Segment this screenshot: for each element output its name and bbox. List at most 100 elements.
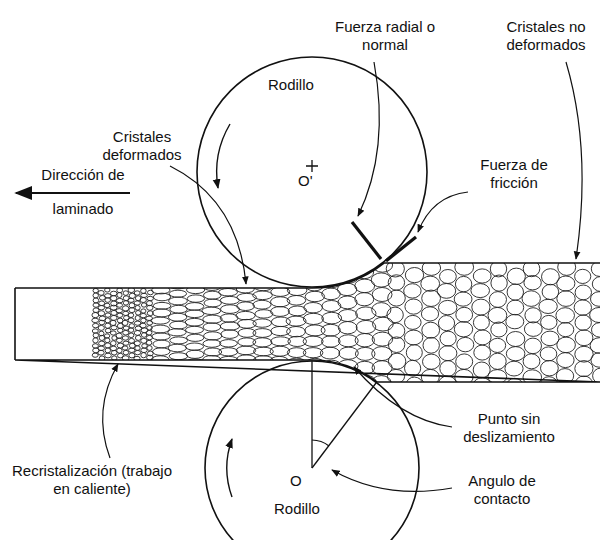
rotation-arrow xyxy=(217,124,230,188)
grain xyxy=(303,380,323,390)
grain xyxy=(404,330,422,345)
grain xyxy=(186,255,204,262)
grain xyxy=(93,298,99,303)
grain xyxy=(203,283,221,290)
grain xyxy=(372,332,393,346)
grain xyxy=(122,320,128,325)
grain xyxy=(304,258,323,269)
direction-label: Dirección de laminado xyxy=(40,158,126,226)
grain xyxy=(98,311,105,316)
grain xyxy=(541,361,559,376)
grain xyxy=(129,333,134,338)
grain xyxy=(147,346,152,351)
process-label-text: Recristalización (trabajo en caliente) xyxy=(12,462,172,497)
grain xyxy=(169,297,188,305)
grain xyxy=(118,328,123,332)
grain xyxy=(387,307,403,323)
grain xyxy=(237,302,255,311)
grain xyxy=(541,331,559,346)
grain xyxy=(472,299,490,315)
grain xyxy=(170,376,187,384)
grain xyxy=(152,333,170,340)
crystal-label: Cristales deformados xyxy=(96,128,188,164)
grain xyxy=(219,381,238,389)
grain xyxy=(271,297,290,307)
grain xyxy=(288,264,307,274)
grain xyxy=(321,324,340,336)
leader-line xyxy=(354,367,452,427)
grain xyxy=(542,284,559,299)
crystal-label-text: Cristales deformados xyxy=(102,128,181,163)
grain xyxy=(440,331,456,346)
grain xyxy=(474,330,491,345)
grain xyxy=(404,284,421,298)
grain xyxy=(116,309,123,313)
grain xyxy=(422,322,440,338)
leader-line xyxy=(418,192,468,232)
crystal-label: Cristales no deformados xyxy=(493,18,599,54)
grain xyxy=(574,300,591,315)
grain xyxy=(140,313,146,317)
grain xyxy=(105,313,111,317)
grain xyxy=(146,330,152,335)
grain xyxy=(141,288,147,293)
grain xyxy=(123,330,129,335)
grain xyxy=(219,272,237,281)
grain xyxy=(372,303,391,317)
grain xyxy=(439,346,457,361)
rotation-arrow xyxy=(227,439,232,497)
grain xyxy=(338,322,357,334)
grain xyxy=(474,345,491,360)
grain xyxy=(203,340,221,348)
contact-angle-line xyxy=(311,361,312,468)
grain xyxy=(186,350,204,358)
grain xyxy=(185,343,203,350)
grain xyxy=(203,275,221,282)
grain-texture xyxy=(92,252,603,393)
grain xyxy=(111,341,117,346)
grain xyxy=(507,284,523,300)
grain xyxy=(98,325,104,330)
grain xyxy=(99,320,105,325)
grain xyxy=(202,267,221,274)
grain xyxy=(525,308,541,323)
grain xyxy=(238,276,256,284)
grain xyxy=(136,311,141,316)
angle-arc xyxy=(312,440,329,446)
leader-line xyxy=(332,470,452,491)
grain xyxy=(105,323,111,328)
grain xyxy=(129,338,135,343)
grain xyxy=(169,368,188,375)
grain xyxy=(185,318,204,326)
leader-line xyxy=(170,166,246,284)
grain xyxy=(590,338,603,354)
grain xyxy=(98,346,105,350)
grain xyxy=(186,262,204,270)
grain xyxy=(355,252,374,265)
grain xyxy=(287,296,306,306)
grain xyxy=(322,371,342,382)
grain xyxy=(471,284,490,298)
grain xyxy=(93,338,98,343)
grain xyxy=(128,313,133,318)
grain xyxy=(151,317,170,324)
leader-line xyxy=(358,62,379,216)
grain xyxy=(203,373,222,381)
grain xyxy=(148,290,154,295)
grain xyxy=(170,274,189,281)
grain xyxy=(117,303,123,307)
grain xyxy=(168,329,186,336)
grain xyxy=(488,307,507,323)
grain xyxy=(135,316,140,321)
angle-label: Angulo de contacto xyxy=(454,472,550,508)
grain xyxy=(134,341,140,346)
grain xyxy=(92,353,98,357)
grain xyxy=(322,253,341,264)
grain xyxy=(524,338,541,354)
grain xyxy=(438,376,456,392)
grain xyxy=(556,308,575,323)
point-label-text: Punto sin deslizamiento xyxy=(463,410,555,445)
grain xyxy=(105,353,112,358)
grain xyxy=(254,282,273,290)
grain xyxy=(98,291,104,296)
